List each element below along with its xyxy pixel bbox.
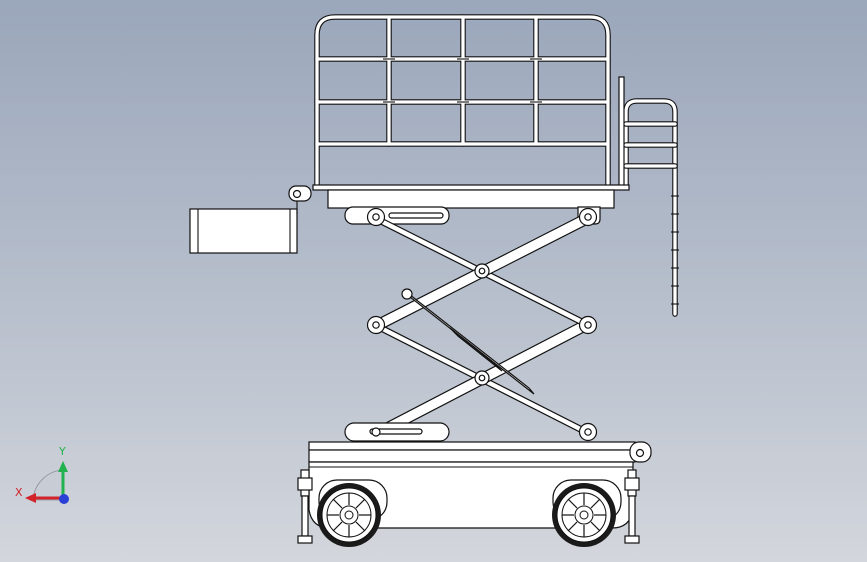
control-box	[189, 200, 298, 254]
platform-guardrail	[314, 14, 611, 190]
outriggers	[297, 469, 640, 544]
x-axis-arrowhead	[25, 493, 36, 503]
y-axis-label: Y	[58, 445, 66, 458]
scissor-mechanism	[366, 207, 598, 439]
rear-wheel	[552, 479, 622, 547]
x-axis-label: X	[15, 486, 23, 499]
front-wheel	[317, 479, 388, 547]
axis-triad: Y X	[15, 445, 69, 504]
base-slide-track	[344, 422, 598, 442]
chassis	[308, 441, 652, 529]
pivot-pins	[366, 207, 598, 386]
z-axis-dot	[59, 494, 69, 504]
access-ladder	[618, 76, 679, 317]
y-axis-arrowhead	[58, 461, 68, 472]
